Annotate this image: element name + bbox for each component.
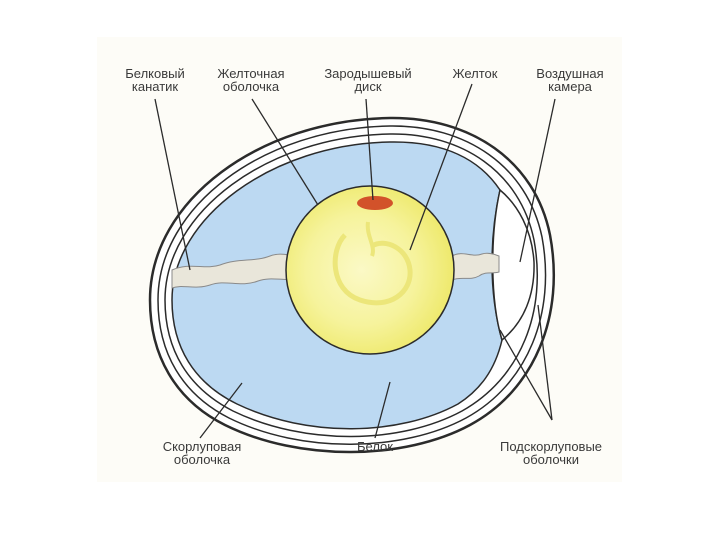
label-germinal-disc-line2: диск <box>310 80 426 93</box>
label-air-cell-line2: камера <box>522 80 618 93</box>
label-shell-membrane: Скорлуповая оболочка <box>150 440 254 466</box>
label-chalaza-line2: канатик <box>112 80 198 93</box>
label-albumen: Белок <box>340 440 410 453</box>
label-vitelline-membrane: Желточная оболочка <box>203 67 299 93</box>
label-albumen-line1: Белок <box>340 440 410 453</box>
label-air-cell: Воздушная камера <box>522 67 618 93</box>
germinal-disc <box>357 196 393 210</box>
label-chalaza: Белковый канатик <box>112 67 198 93</box>
label-germinal-disc: Зародышевый диск <box>310 67 426 93</box>
label-vitelline-membrane-line2: оболочка <box>203 80 299 93</box>
label-shell-membrane-line2: оболочка <box>150 453 254 466</box>
label-inner-membranes-line2: оболочки <box>486 453 616 466</box>
label-yolk: Желток <box>440 67 510 80</box>
label-inner-membranes: Подскорлуповые оболочки <box>486 440 616 466</box>
label-yolk-line1: Желток <box>440 67 510 80</box>
yolk <box>286 186 454 354</box>
